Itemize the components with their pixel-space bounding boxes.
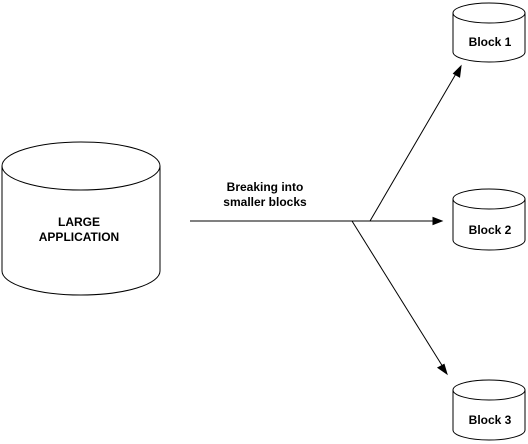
edge-label-line1: Breaking into [227, 180, 304, 194]
edge-label-line2: smaller blocks [223, 195, 307, 209]
edge-label: Breaking into smaller blocks [223, 180, 307, 209]
large-cylinder-top [1, 141, 161, 191]
block-3-label: Block 3 [469, 413, 512, 427]
large-cylinder-label-line1: LARGE [58, 215, 100, 229]
arrowhead-block-1 [452, 64, 462, 78]
block-2-cylinder[interactable]: Block 2 [452, 188, 526, 251]
block-3-cylinder[interactable]: Block 3 [452, 379, 526, 441]
large-application-cylinder[interactable]: LARGE APPLICATION [1, 141, 161, 296]
block-3-top [452, 379, 526, 401]
connector-edges [190, 64, 462, 376]
block-1-cylinder[interactable]: Block 1 [452, 2, 526, 63]
edge-to-block-1[interactable] [369, 71, 458, 222]
block-2-label: Block 2 [469, 223, 512, 237]
large-cylinder-body [1, 166, 161, 296]
block-1-body [452, 13, 526, 63]
arrowhead-block-3 [436, 363, 448, 376]
arrowhead-block-2 [432, 216, 444, 226]
block-2-top [452, 188, 526, 210]
block-3-body [452, 390, 526, 441]
edge-to-block-3[interactable] [351, 220, 444, 368]
large-cylinder-label-line2: APPLICATION [39, 230, 119, 244]
block-1-label: Block 1 [469, 35, 512, 49]
block-2-body [452, 199, 526, 251]
block-1-top [452, 2, 526, 24]
